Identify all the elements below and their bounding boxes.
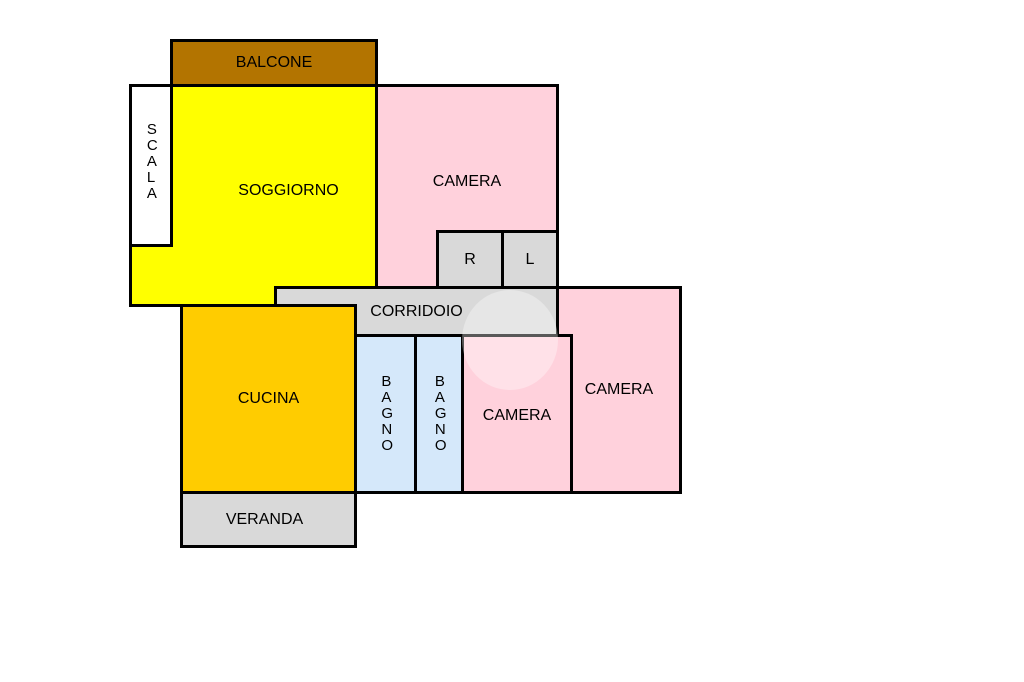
room-label: CAMERA bbox=[584, 381, 654, 398]
room-label: CORRIDOIO bbox=[370, 302, 463, 320]
room-veranda: VERANDA bbox=[180, 491, 357, 548]
room-bagno-1: BAGNO bbox=[354, 334, 417, 494]
room-label: CAMERA bbox=[432, 172, 502, 190]
room-label: R bbox=[464, 250, 476, 268]
room-cucina: CUCINA bbox=[180, 304, 357, 494]
room-bagno-2: BAGNO bbox=[414, 334, 464, 494]
room-camera-right: CAMERA bbox=[556, 286, 682, 494]
room-label: BAGNO bbox=[434, 373, 447, 454]
room-label: BALCONE bbox=[235, 54, 313, 71]
room-label: VERANDA bbox=[225, 510, 304, 528]
room-camera-middle: CAMERA bbox=[461, 334, 573, 494]
room-balcone: BALCONE bbox=[170, 39, 378, 87]
room-label: SCALA bbox=[146, 120, 158, 202]
room-label: BAGNO bbox=[381, 373, 393, 454]
room-r: R bbox=[436, 230, 504, 289]
room-scala: SCALA bbox=[129, 84, 173, 247]
room-label: CAMERA bbox=[482, 407, 552, 424]
room-label: L bbox=[525, 250, 535, 268]
room-l: L bbox=[501, 230, 559, 289]
room-label: CUCINA bbox=[237, 390, 300, 407]
room-label: SOGGIORNO bbox=[238, 181, 339, 199]
